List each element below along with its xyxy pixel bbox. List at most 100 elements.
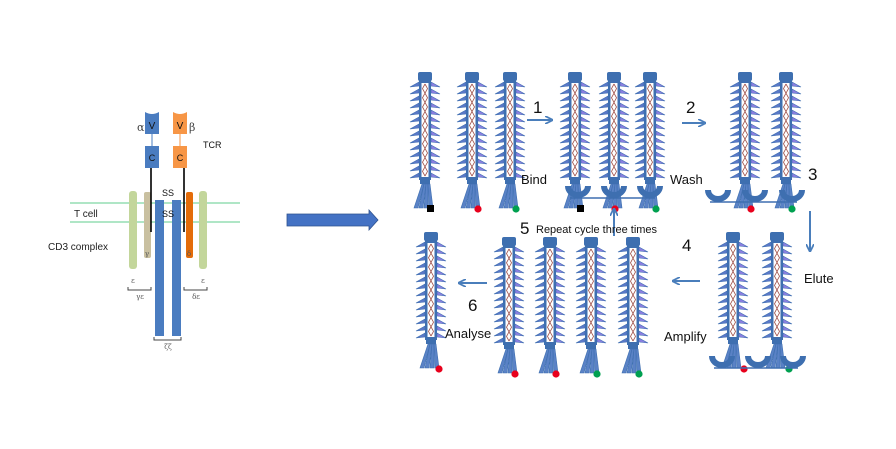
coat-protein-left: [717, 255, 728, 262]
coat-protein-right: [782, 248, 793, 255]
coat-protein-right: [436, 311, 447, 318]
phage-head-cap: [607, 72, 621, 81]
coat-protein-left: [770, 109, 781, 116]
coat-protein-right: [555, 260, 566, 267]
coat-protein-right: [515, 151, 526, 158]
coat-protein-left: [598, 109, 609, 116]
coat-protein-right: [436, 283, 447, 290]
coat-protein-right: [638, 246, 649, 253]
phage-head-cap: [626, 237, 640, 246]
coat-protein-right: [638, 302, 649, 309]
coat-protein-right: [655, 116, 666, 123]
phage-head-cap: [643, 72, 657, 81]
step4-label: Amplify: [664, 329, 707, 344]
binding-well: [742, 190, 768, 202]
phage-head-cap: [779, 72, 793, 81]
coat-protein-right: [514, 323, 525, 330]
coat-protein-left: [534, 246, 545, 253]
coat-protein-right: [638, 253, 649, 260]
phage-head-cap: [502, 237, 516, 246]
coat-protein-right: [515, 102, 526, 109]
coat-protein-left: [456, 88, 467, 95]
coat-protein-right: [596, 281, 607, 288]
phage-particle: [770, 72, 802, 213]
delta-label: δ: [187, 250, 191, 258]
delta-chain: [186, 192, 193, 258]
coat-protein-left: [559, 130, 570, 137]
coat-protein-right: [596, 316, 607, 323]
coat-protein-left: [598, 81, 609, 88]
tail-fiber: [460, 183, 472, 209]
coat-protein-left: [634, 137, 645, 144]
coat-protein-right: [580, 81, 591, 88]
coat-protein-right: [638, 295, 649, 302]
coat-protein-left: [761, 318, 772, 325]
coat-protein-right: [436, 304, 447, 311]
coat-protein-left: [534, 288, 545, 295]
tail-fiber: [497, 348, 509, 374]
coat-protein-right: [477, 116, 488, 123]
coat-protein-right: [580, 165, 591, 172]
coat-protein-right: [477, 158, 488, 165]
coat-protein-left: [575, 302, 586, 309]
coat-protein-right: [738, 332, 749, 339]
coat-protein-left: [761, 332, 772, 339]
coat-protein-right: [436, 248, 447, 255]
zeta-chain-right: [172, 200, 181, 336]
coat-protein-right: [477, 165, 488, 172]
coat-protein-left: [717, 318, 728, 325]
alpha-v-domain: [145, 112, 159, 134]
coat-protein-left: [456, 144, 467, 151]
phage-head-cap: [726, 232, 740, 241]
coat-protein-right: [515, 81, 526, 88]
phage-particle: [761, 232, 793, 373]
coat-protein-left: [761, 241, 772, 248]
coat-protein-left: [456, 95, 467, 102]
coat-protein-right: [515, 165, 526, 172]
coat-protein-left: [534, 302, 545, 309]
coat-protein-right: [430, 130, 441, 137]
coat-protein-right: [580, 137, 591, 144]
coat-protein-left: [534, 337, 545, 344]
coat-protein-right: [738, 276, 749, 283]
coat-protein-right: [782, 269, 793, 276]
phage-head-cap: [465, 72, 479, 81]
coat-protein-right: [580, 116, 591, 123]
coat-protein-right: [596, 253, 607, 260]
coat-protein-left: [729, 172, 740, 179]
coat-protein-right: [555, 253, 566, 260]
coat-protein-left: [409, 116, 420, 123]
coat-protein-right: [477, 109, 488, 116]
well-plate: [709, 356, 806, 369]
coat-protein-right: [555, 302, 566, 309]
dna-strand: [588, 248, 594, 342]
coat-protein-left: [493, 281, 504, 288]
coat-protein-right: [619, 158, 630, 165]
coat-protein-right: [430, 81, 441, 88]
t-cell-label: T cell: [74, 209, 98, 220]
coat-protein-right: [514, 246, 525, 253]
coat-protein-right: [738, 304, 749, 311]
phage-head-cap: [424, 232, 438, 241]
coat-protein-left: [729, 116, 740, 123]
step1-number: 1: [533, 98, 542, 117]
coat-protein-right: [791, 144, 802, 151]
step2-label: Wash: [670, 172, 703, 187]
coat-protein-right: [619, 172, 630, 179]
coat-protein-left: [559, 151, 570, 158]
coat-protein-left: [493, 260, 504, 267]
coat-protein-right: [638, 267, 649, 274]
coat-protein-right: [514, 267, 525, 274]
coat-protein-right: [655, 81, 666, 88]
coat-protein-right: [782, 276, 793, 283]
coat-protein-left: [415, 255, 426, 262]
coat-protein-right: [430, 116, 441, 123]
coat-protein-left: [634, 165, 645, 172]
coat-protein-left: [575, 309, 586, 316]
coat-protein-left: [493, 337, 504, 344]
coat-protein-right: [750, 137, 761, 144]
coat-protein-right: [655, 144, 666, 151]
alpha-c-label: C: [149, 153, 156, 163]
coat-protein-right: [738, 283, 749, 290]
